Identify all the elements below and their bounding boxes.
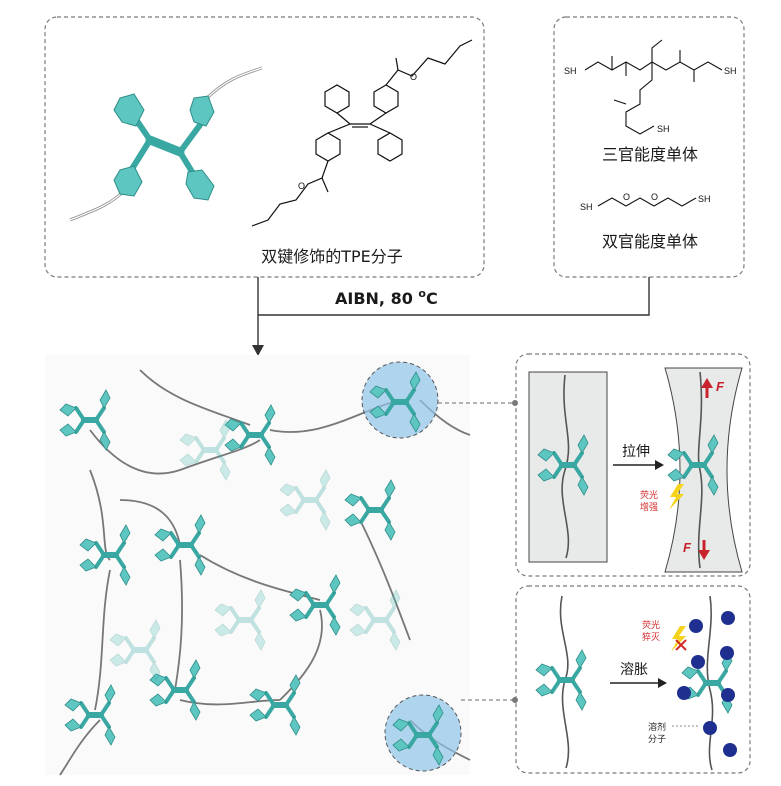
tpe-monomer-caption: 双键修饰的TPE分子 <box>261 247 403 266</box>
difunctional-thiol-structure <box>597 197 697 207</box>
fluorescence-enhance-lightning <box>669 484 684 510</box>
fluorescence-enhance-line1: 荧光 <box>640 489 658 501</box>
difunctional-thiol-sh-right: SH <box>698 194 711 204</box>
monomer-panel-frame <box>44 16 485 278</box>
tpe-monomer-structure <box>251 39 473 227</box>
difunctional-monomer-label: 双官能度单体 <box>602 232 698 251</box>
force-label-bottom: F <box>683 540 692 555</box>
reaction-connector <box>257 277 650 345</box>
fluorescence-enhance-line2: 增强 <box>640 501 658 513</box>
reaction-condition: AIBN, 80 oC <box>335 287 438 308</box>
swollen-chain <box>706 595 714 771</box>
callout-lines <box>438 402 515 701</box>
trifunctional-thiol-sh-bottom: SH <box>657 124 670 134</box>
trifunctional-thiol-structure <box>584 39 723 135</box>
difunctional-thiol-oxygen-2: O <box>651 192 658 202</box>
trifunctional-thiol-sh-left: SH <box>564 66 577 76</box>
trifunctional-thiol-sh-right: SH <box>724 66 737 76</box>
unswollen-tpe <box>536 650 586 710</box>
solvent-label-line1: 溶剂 <box>648 721 666 733</box>
stretched-chain <box>697 371 703 569</box>
quench-cross-icon <box>675 639 687 651</box>
solvent-molecules <box>677 611 737 757</box>
swell-action-label: 溶胀 <box>620 662 648 678</box>
tpe-3d-model <box>69 66 263 222</box>
swelling-panel-frame <box>515 585 751 774</box>
tpe-ester-oxygen-bottom: O <box>298 181 305 191</box>
fluorescence-quench-line2: 猝灭 <box>642 631 660 643</box>
difunctional-thiol-sh-left: SH <box>580 202 593 212</box>
stretch-action-label: 拉伸 <box>622 444 650 460</box>
fluorescence-quench-lightning <box>671 626 686 652</box>
tpe-ester-oxygen-top: O <box>410 72 417 82</box>
crosslinker-panel-frame <box>553 16 745 278</box>
difunctional-thiol-oxygen-1: O <box>623 192 630 202</box>
solvent-label-line2: 分子 <box>648 734 666 745</box>
fluorescence-quench-line1: 荧光 <box>642 619 660 631</box>
trifunctional-monomer-label: 三官能度单体 <box>602 145 698 164</box>
unstretched-chain <box>561 374 570 559</box>
force-label-top: F <box>716 379 725 394</box>
stretch-panel-frame <box>515 353 751 577</box>
stretched-gel <box>664 367 743 573</box>
reaction-arrowhead <box>252 345 264 356</box>
